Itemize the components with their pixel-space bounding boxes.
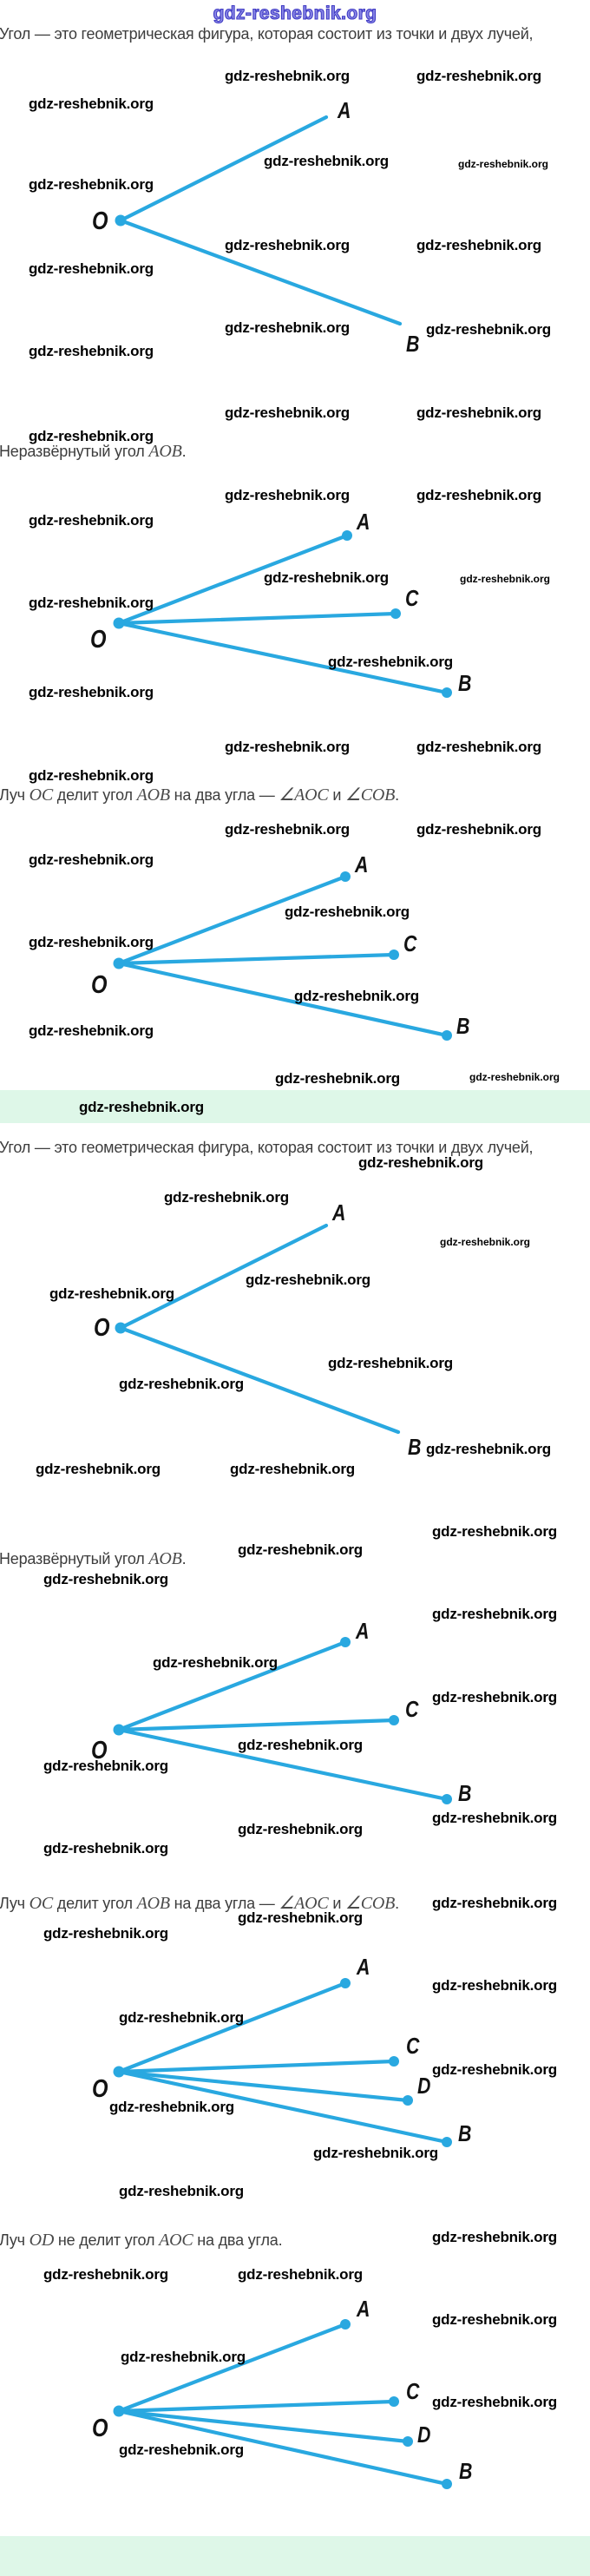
point-dot-A xyxy=(340,871,351,882)
math-term: AOB xyxy=(136,785,170,805)
point-dot-B xyxy=(442,1794,452,1804)
text-run: Неразвёрнутый угол xyxy=(0,443,149,460)
text-run: . xyxy=(181,1550,187,1567)
ray-OD xyxy=(116,2408,410,2444)
math-term: AOC xyxy=(159,2231,193,2250)
text-run: и xyxy=(328,786,345,804)
note-ray-divides-2: Луч OC делит угол AOB на два угла — ∠AOC… xyxy=(0,1892,399,1914)
text-run: на два угла — xyxy=(169,786,279,804)
point-dot-C xyxy=(389,2396,399,2407)
vertex-dot-O xyxy=(113,957,125,969)
text-run: . xyxy=(395,1895,399,1912)
point-dot-D xyxy=(403,2095,413,2106)
vertex-dot-O xyxy=(113,2405,125,2417)
text-run: делит угол xyxy=(52,1895,137,1912)
ray-OC xyxy=(116,1718,397,1732)
text-run: на два угла — xyxy=(169,1895,279,1912)
point-dot-B xyxy=(442,2479,452,2489)
math-term: OC xyxy=(29,1894,54,1913)
text-run: Луч xyxy=(0,1895,30,1912)
point-dot-C xyxy=(389,950,399,960)
math-term: AOB xyxy=(136,1894,170,1913)
ray-OA xyxy=(118,115,329,223)
ray-OA xyxy=(116,2322,348,2414)
text-run: Луч xyxy=(0,2231,30,2249)
text-run: и xyxy=(328,1895,345,1912)
math-term: AOB xyxy=(148,1549,182,1568)
point-dot-A xyxy=(340,1637,351,1647)
ray-OB xyxy=(116,1727,449,1802)
vertex-dot-O xyxy=(115,214,127,227)
ray-OD xyxy=(116,2069,410,2103)
math-term: OC xyxy=(29,785,54,805)
math-term: ∠COB xyxy=(345,785,396,805)
text-run: Неразвёрнутый угол xyxy=(0,1550,149,1567)
ray-OB xyxy=(116,2069,449,2145)
ray-OC xyxy=(116,952,397,966)
vertex-dot-O xyxy=(113,1724,125,1736)
point-dot-A xyxy=(340,2319,351,2330)
point-dot-B xyxy=(442,2137,452,2147)
definition-heading-2: Угол — это геометрическая фигура, котора… xyxy=(0,1139,534,1156)
ray-OA xyxy=(116,1640,348,1732)
note-ray-divides-1: Луч OC делит угол AOB на два угла — ∠AOC… xyxy=(0,784,399,805)
point-dot-A xyxy=(340,1978,351,1988)
ray-OA xyxy=(116,874,348,966)
ray-OA xyxy=(116,533,350,626)
ray-OA xyxy=(118,1223,329,1331)
definition-heading-1: Угол — это геометрическая фигура, котора… xyxy=(0,25,534,43)
math-term: ∠AOC xyxy=(279,785,329,805)
point-dot-C xyxy=(389,2056,399,2067)
vertex-dot-O xyxy=(113,617,125,629)
point-dot-D xyxy=(403,2436,413,2447)
text-run: делит угол xyxy=(52,786,137,804)
text-run: не делит угол xyxy=(54,2231,160,2249)
ray-OB xyxy=(118,1325,401,1435)
site-logo: gdz-reshebnik.org xyxy=(213,3,377,23)
point-dot-C xyxy=(390,608,401,619)
ray-OB xyxy=(118,218,403,326)
point-dot-A xyxy=(342,530,352,541)
note-nonstraight-angle-1: Неразвёрнутый угол AOB. xyxy=(0,442,187,462)
ray-OB xyxy=(116,961,449,1038)
math-term: AOB xyxy=(148,442,182,461)
ray-OC xyxy=(116,2399,397,2414)
math-term: OD xyxy=(29,2231,55,2250)
ray-OB xyxy=(116,2408,449,2487)
point-dot-B xyxy=(442,687,452,698)
ray-OA xyxy=(116,1981,348,2074)
ray-OC xyxy=(116,611,398,626)
vertex-dot-O xyxy=(115,1322,127,1334)
text-run: . xyxy=(181,443,187,460)
ray-OB xyxy=(116,621,449,695)
note-ray-not-divides: Луч OD не делит угол AOC на два угла. xyxy=(0,2231,283,2251)
note-nonstraight-angle-2: Неразвёрнутый угол AOB. xyxy=(0,1549,187,1569)
math-term: ∠COB xyxy=(345,1894,396,1913)
math-term: ∠AOC xyxy=(279,1894,329,1913)
text-run: . xyxy=(395,786,399,804)
ray-OC xyxy=(116,2059,397,2074)
point-dot-B xyxy=(442,1030,452,1041)
vertex-dot-O xyxy=(113,2066,125,2078)
text-run: на два угла. xyxy=(193,2231,283,2249)
point-dot-C xyxy=(389,1715,399,1725)
text-run: Луч xyxy=(0,786,30,804)
